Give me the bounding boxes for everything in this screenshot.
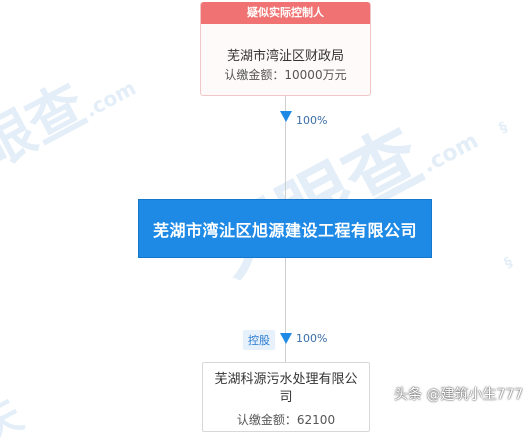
watermark-logo: 眼查.com — [0, 72, 140, 183]
controller-node[interactable]: 疑似实际控制人 芜湖市湾沚区财政局 认缴金额：10000万元 — [200, 2, 371, 96]
subsidiary-node[interactable]: 芜湖科源污水处理有限公司 认缴金额：62100 — [202, 362, 370, 432]
ownership-percent-top: 100% — [296, 114, 328, 127]
subsidiary-capital: 认缴金额：62100 — [236, 413, 336, 427]
controller-name[interactable]: 芜湖市湾沚区财政局 — [226, 49, 344, 64]
controller-capital: 认缴金额：10000万元 — [224, 68, 347, 82]
main-company-node[interactable]: 芜湖市湾沚区旭源建设工程有限公司 — [138, 199, 432, 258]
watermark-logo: § — [496, 119, 511, 137]
arrow-down-icon — [280, 111, 292, 122]
ownership-percent-bottom: 100% — [296, 332, 328, 345]
subsidiary-name[interactable]: 芜湖科源污水处理有限公司 — [214, 372, 358, 405]
arrow-down-icon — [280, 333, 292, 344]
watermark-logo: 天 — [0, 392, 31, 442]
connector-line-top — [285, 96, 286, 199]
holding-tag: 控股 — [243, 330, 275, 350]
main-company-name[interactable]: 芜湖市湾沚区旭源建设工程有限公司 — [152, 220, 417, 240]
credit-watermark: 头条 @建筑小生777 — [394, 387, 524, 403]
controller-badge: 疑似实际控制人 — [201, 2, 370, 24]
watermark-logo: § — [501, 254, 516, 272]
watermark-logo: 天眼查.com — [199, 113, 483, 293]
connector-line-bottom — [285, 258, 286, 362]
